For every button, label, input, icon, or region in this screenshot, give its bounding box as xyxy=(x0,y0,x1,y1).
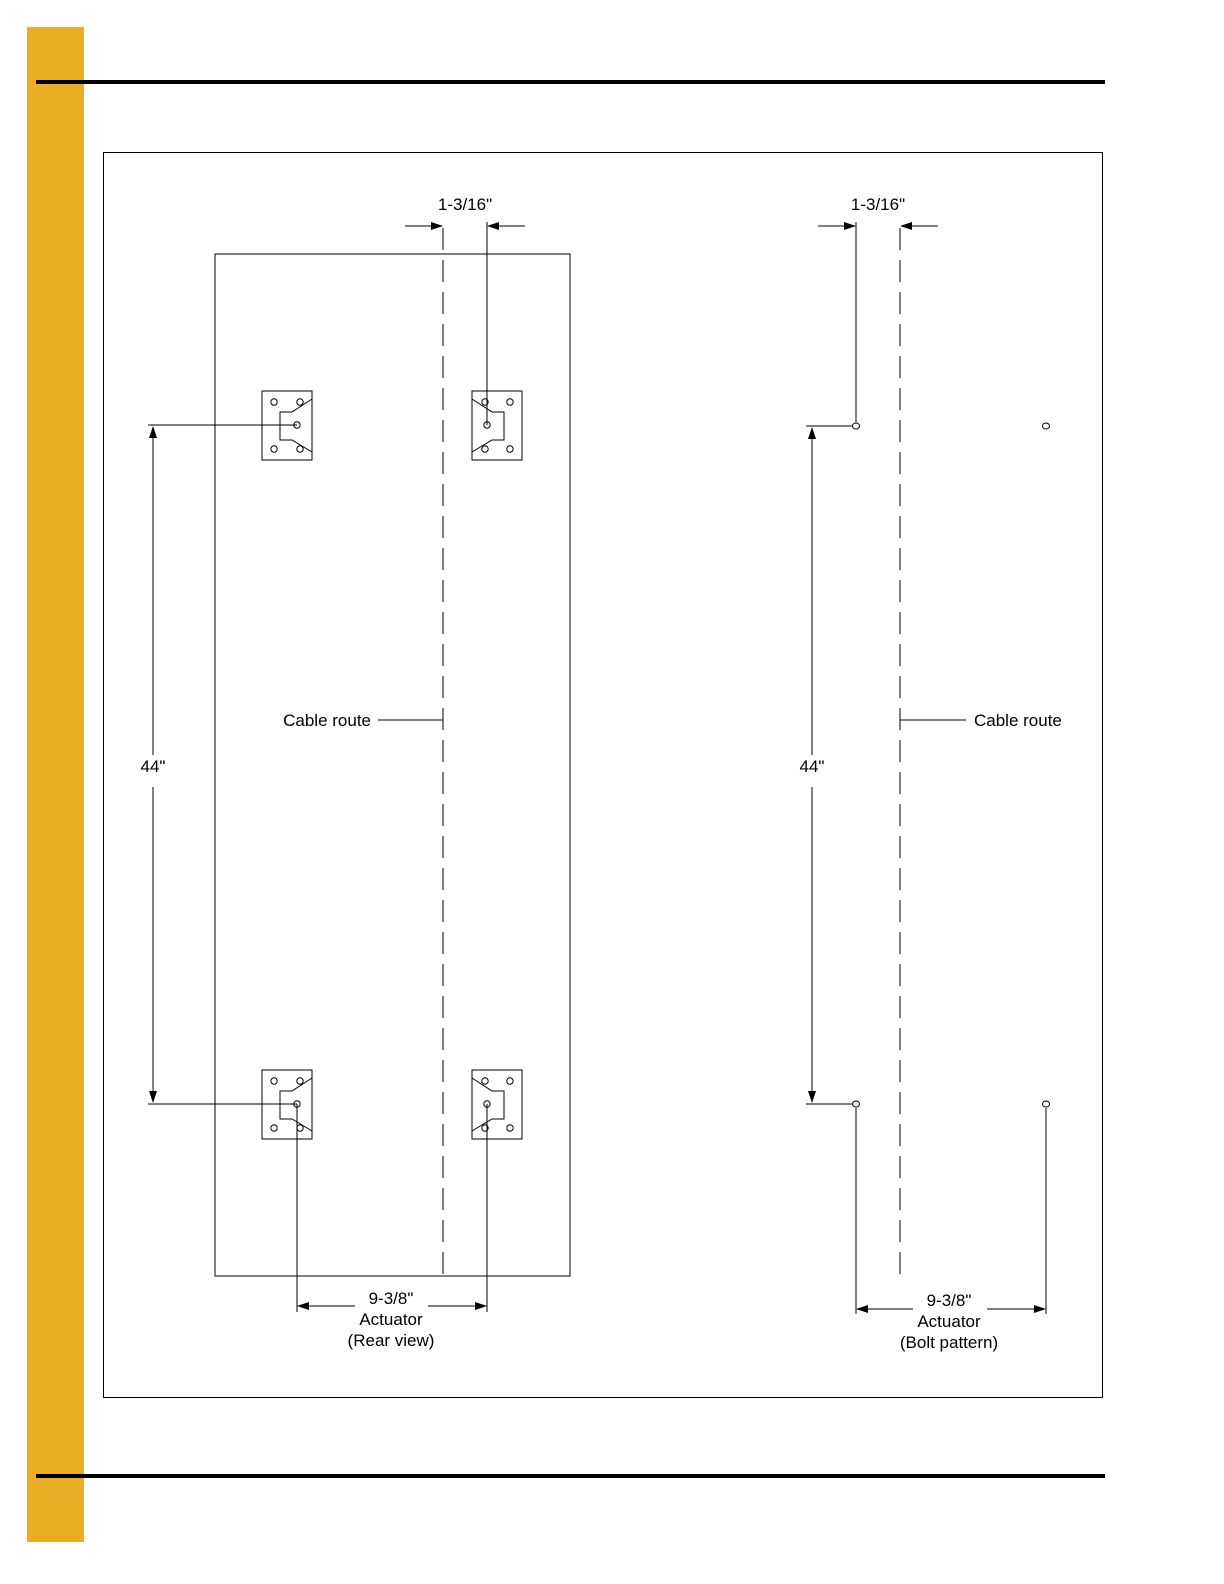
rear-view-group xyxy=(148,222,570,1312)
bolt-hole xyxy=(853,1101,860,1107)
drawing-frame xyxy=(104,153,1103,1398)
height-label: 44" xyxy=(800,757,825,776)
rear-view-labels: 1-3/16" 44" Cable route 9-3/8" Actuator … xyxy=(141,195,493,1350)
offset-label: 1-3/16" xyxy=(438,195,492,214)
offset-label: 1-3/16" xyxy=(851,195,905,214)
caption-title: Actuator xyxy=(359,1310,423,1329)
caption-title: Actuator xyxy=(917,1312,981,1331)
cable-route-label: Cable route xyxy=(283,711,371,730)
bolt-hole xyxy=(1043,423,1050,429)
width-label: 9-3/8" xyxy=(369,1289,414,1308)
actuator-panel-outline xyxy=(215,254,570,1276)
mount-bracket xyxy=(472,1070,522,1139)
cable-route-label: Cable route xyxy=(974,711,1062,730)
mount-bracket xyxy=(472,391,522,460)
caption-subtitle: (Bolt pattern) xyxy=(900,1333,998,1352)
height-label: 44" xyxy=(141,757,166,776)
width-label: 9-3/8" xyxy=(927,1291,972,1310)
bolt-hole xyxy=(1043,1101,1050,1107)
bolt-pattern-group xyxy=(806,222,1050,1314)
caption-subtitle: (Rear view) xyxy=(348,1331,435,1350)
bolt-pattern-labels: 1-3/16" 44" Cable route 9-3/8" Actuator … xyxy=(800,195,1062,1352)
bolt-hole xyxy=(853,423,860,429)
